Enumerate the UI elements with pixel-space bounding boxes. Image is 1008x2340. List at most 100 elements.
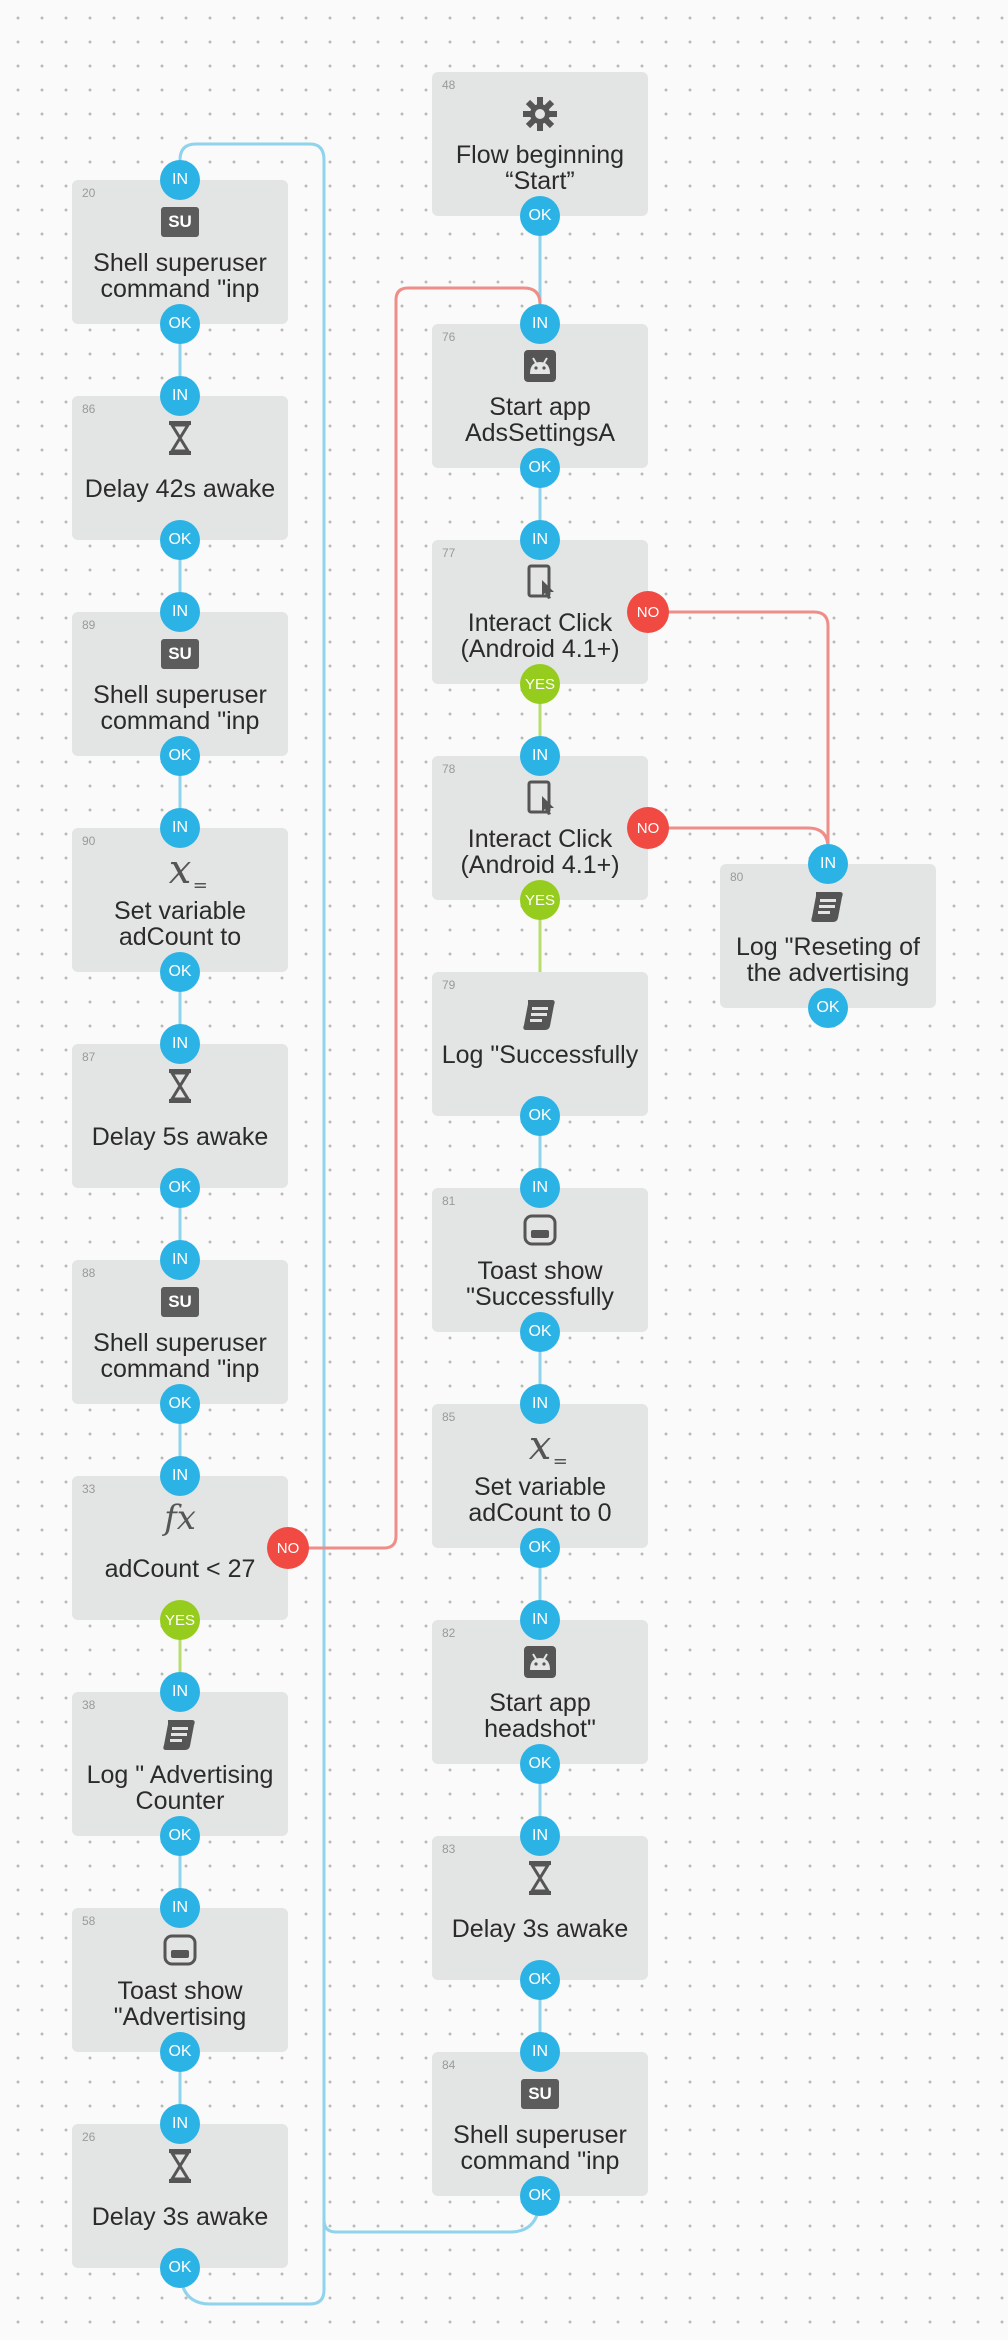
block-number: 82 bbox=[442, 1626, 456, 1640]
port-83-in[interactable]: IN bbox=[520, 1816, 560, 1856]
block-number: 84 bbox=[442, 2058, 456, 2072]
interact-icon bbox=[520, 562, 560, 602]
block-20-shell-superuser[interactable]: 20 SU Shell superuser command "inp bbox=[72, 180, 288, 324]
port-48-ok[interactable]: OK bbox=[520, 196, 560, 236]
block-79-log[interactable]: 79 Log "Successfully bbox=[432, 972, 648, 1116]
app-icon bbox=[520, 346, 560, 386]
port-58-ok[interactable]: OK bbox=[160, 2032, 200, 2072]
interact-icon bbox=[520, 778, 560, 818]
block-label: Interact Click (Android 4.1+) bbox=[460, 826, 620, 878]
block-48-flow-beginning[interactable]: 48 Flow beginning “Start” bbox=[432, 72, 648, 216]
block-83-delay[interactable]: 83 Delay 3s awake bbox=[432, 1836, 648, 1980]
port-82-in[interactable]: IN bbox=[520, 1600, 560, 1640]
port-88-in[interactable]: IN bbox=[160, 1240, 200, 1280]
block-number: 58 bbox=[82, 1914, 96, 1928]
hourglass-icon bbox=[520, 1858, 560, 1898]
port-88-ok[interactable]: OK bbox=[160, 1384, 200, 1424]
port-58-in[interactable]: IN bbox=[160, 1888, 200, 1928]
port-78-yes[interactable]: YES bbox=[520, 880, 560, 920]
port-77-yes[interactable]: YES bbox=[520, 664, 560, 704]
block-84-shell-superuser[interactable]: 84 SU Shell superuser command "inp bbox=[432, 2052, 648, 2196]
block-38-log[interactable]: 38 Log " Advertising Counter bbox=[72, 1692, 288, 1836]
block-33-condition[interactable]: 33 fx adCount < 27 bbox=[72, 1476, 288, 1620]
block-87-delay[interactable]: 87 Delay 5s awake bbox=[72, 1044, 288, 1188]
port-77-in[interactable]: IN bbox=[520, 520, 560, 560]
block-88-shell-superuser[interactable]: 88 SU Shell superuser command "inp bbox=[72, 1260, 288, 1404]
block-label: Shell superuser command "inp bbox=[453, 2122, 627, 2174]
port-90-ok[interactable]: OK bbox=[160, 952, 200, 992]
block-label: Shell superuser command "inp bbox=[93, 250, 267, 302]
port-83-ok[interactable]: OK bbox=[520, 1960, 560, 2000]
port-84-ok[interactable]: OK bbox=[520, 2176, 560, 2216]
port-79-ok[interactable]: OK bbox=[520, 1096, 560, 1136]
port-20-ok[interactable]: OK bbox=[160, 304, 200, 344]
block-80-log[interactable]: 80 Log "Reseting of the advertising bbox=[720, 864, 936, 1008]
port-33-in[interactable]: IN bbox=[160, 1456, 200, 1496]
port-87-in[interactable]: IN bbox=[160, 1024, 200, 1064]
port-85-ok[interactable]: OK bbox=[520, 1528, 560, 1568]
block-76-start-app[interactable]: 76 Start app AdsSettingsA bbox=[432, 324, 648, 468]
port-89-in[interactable]: IN bbox=[160, 592, 200, 632]
block-label: Interact Click (Android 4.1+) bbox=[460, 610, 620, 662]
block-number: 26 bbox=[82, 2130, 96, 2144]
port-82-ok[interactable]: OK bbox=[520, 1744, 560, 1784]
su-icon: SU bbox=[160, 202, 200, 242]
block-90-set-variable[interactable]: 90 x= Set variable adCount to bbox=[72, 828, 288, 972]
block-86-delay[interactable]: 86 Delay 42s awake bbox=[72, 396, 288, 540]
port-81-in[interactable]: IN bbox=[520, 1168, 560, 1208]
port-86-in[interactable]: IN bbox=[160, 376, 200, 416]
block-78-interact[interactable]: 78 Interact Click (Android 4.1+) bbox=[432, 756, 648, 900]
block-89-shell-superuser[interactable]: 89 SU Shell superuser command "inp bbox=[72, 612, 288, 756]
port-78-in[interactable]: IN bbox=[520, 736, 560, 776]
block-26-delay[interactable]: 26 Delay 3s awake bbox=[72, 2124, 288, 2268]
log-icon bbox=[520, 994, 560, 1034]
port-84-in[interactable]: IN bbox=[520, 2032, 560, 2072]
su-icon: SU bbox=[160, 634, 200, 674]
hourglass-icon bbox=[160, 2146, 200, 2186]
wire-77-80 bbox=[648, 610, 830, 864]
block-number: 90 bbox=[82, 834, 96, 848]
block-number: 81 bbox=[442, 1194, 456, 1208]
block-77-interact[interactable]: 77 Interact Click (Android 4.1+) bbox=[432, 540, 648, 684]
port-87-ok[interactable]: OK bbox=[160, 1168, 200, 1208]
block-label: Set variable adCount to bbox=[113, 898, 247, 950]
block-85-set-variable[interactable]: 85 x= Set variable adCount to 0 bbox=[432, 1404, 648, 1548]
port-77-no[interactable]: NO bbox=[627, 591, 669, 633]
toast-icon bbox=[520, 1210, 560, 1250]
port-80-in[interactable]: IN bbox=[808, 844, 848, 884]
block-label: Log "Reseting of the advertising bbox=[736, 934, 920, 986]
block-label: Start app AdsSettingsA bbox=[464, 394, 616, 446]
port-33-no[interactable]: NO bbox=[267, 1527, 309, 1569]
port-33-yes[interactable]: YES bbox=[160, 1600, 200, 1640]
port-80-ok[interactable]: OK bbox=[808, 988, 848, 1028]
gear-icon bbox=[520, 94, 560, 134]
block-label: Log "Successfully bbox=[441, 1042, 639, 1069]
port-76-ok[interactable]: OK bbox=[520, 448, 560, 488]
su-icon: SU bbox=[160, 1282, 200, 1322]
port-26-in[interactable]: IN bbox=[160, 2104, 200, 2144]
toast-icon bbox=[160, 1930, 200, 1970]
port-86-ok[interactable]: OK bbox=[160, 520, 200, 560]
block-number: 78 bbox=[442, 762, 456, 776]
block-label: Log " Advertising Counter bbox=[86, 1762, 274, 1814]
port-85-in[interactable]: IN bbox=[520, 1384, 560, 1424]
block-58-toast[interactable]: 58 Toast show "Advertising bbox=[72, 1908, 288, 2052]
port-26-ok[interactable]: OK bbox=[160, 2248, 200, 2288]
port-38-in[interactable]: IN bbox=[160, 1672, 200, 1712]
port-89-ok[interactable]: OK bbox=[160, 736, 200, 776]
block-number: 20 bbox=[82, 186, 96, 200]
variable-icon: x= bbox=[168, 847, 208, 896]
port-78-no[interactable]: NO bbox=[627, 807, 669, 849]
block-82-start-app[interactable]: 82 Start app headshot" bbox=[432, 1620, 648, 1764]
block-number: 80 bbox=[730, 870, 744, 884]
function-icon: fx bbox=[164, 1498, 196, 1538]
block-81-toast[interactable]: 81 Toast show "Successfully bbox=[432, 1188, 648, 1332]
port-76-in[interactable]: IN bbox=[520, 304, 560, 344]
port-90-in[interactable]: IN bbox=[160, 808, 200, 848]
block-number: 83 bbox=[442, 1842, 456, 1856]
port-20-in[interactable]: IN bbox=[160, 160, 200, 200]
port-38-ok[interactable]: OK bbox=[160, 1816, 200, 1856]
block-label: Start app headshot" bbox=[484, 1690, 596, 1742]
port-81-ok[interactable]: OK bbox=[520, 1312, 560, 1352]
